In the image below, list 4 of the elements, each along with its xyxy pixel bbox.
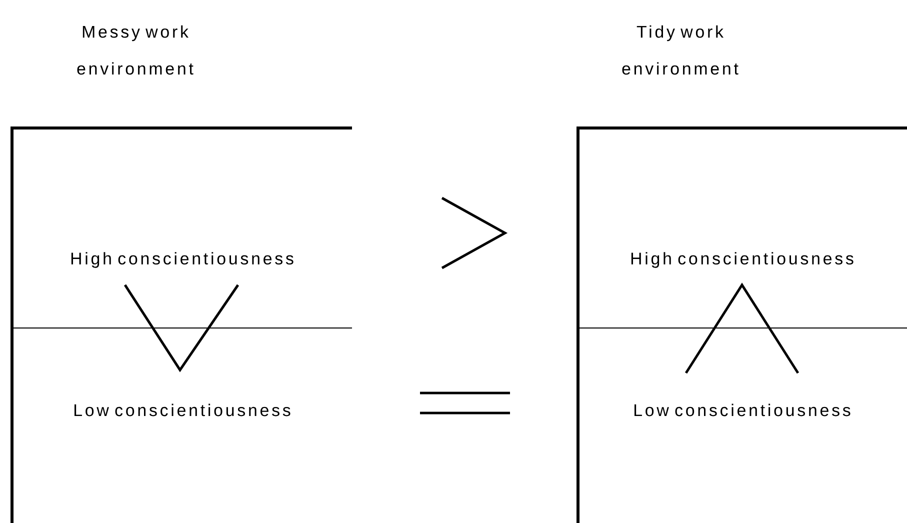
band-label: Low conscientiousness: [74, 404, 290, 416]
band-label: High conscientiousness: [631, 252, 854, 268]
band-label: Low conscientiousness: [634, 404, 850, 416]
band-label: High conscientiousness: [71, 252, 294, 268]
